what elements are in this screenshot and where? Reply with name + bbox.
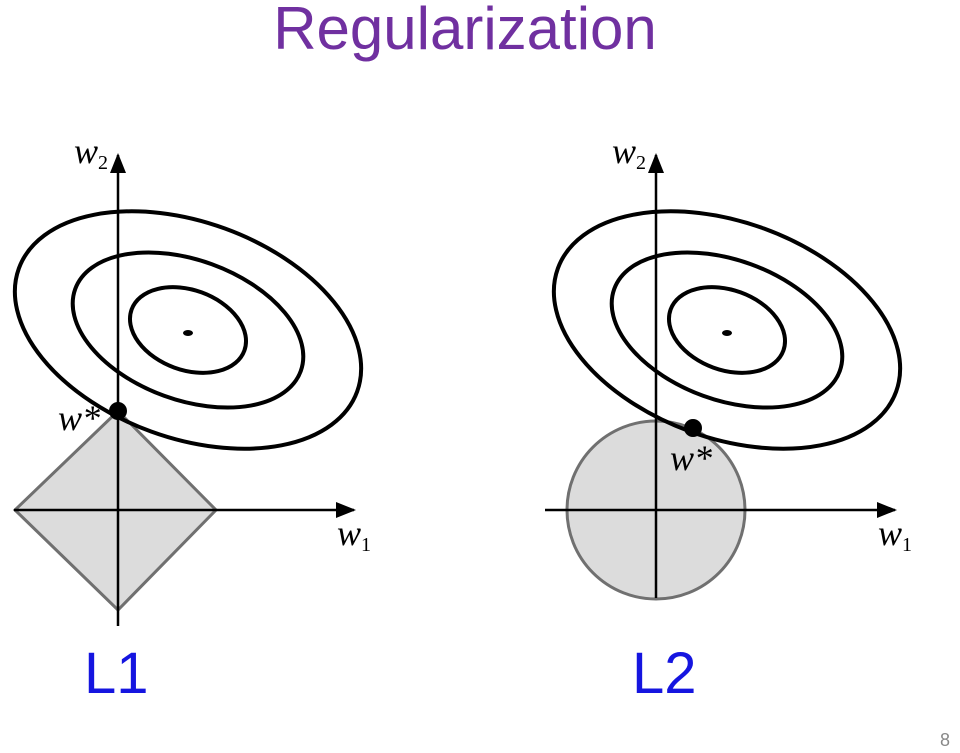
l1-center-point [183,330,193,336]
l1-contour-outer [12,209,364,451]
l2-contour-inner [666,285,788,375]
l1-panel: w2 w1 w* [12,131,371,626]
l2-optimum-label: w* [670,438,712,478]
l2-x-axis-label: w1 [878,513,912,556]
l1-contour-inner [127,285,249,375]
l2-center-point [722,330,732,336]
l1-y-axis-label: w2 [74,131,108,174]
l1-x-axis-label: w1 [337,513,371,556]
l1-label: L1 [84,641,149,706]
l1-optimum-point [109,402,127,420]
l2-label: L2 [632,641,697,706]
slide-title: Regularization [273,0,657,62]
l1-optimum-label: w* [58,398,100,438]
l2-y-axis-label: w2 [612,131,646,174]
l2-contour-middle [609,250,845,410]
l2-panel: w2 w1 w* [545,131,912,601]
l2-optimum-point [684,419,702,437]
l1-contour-middle [70,250,306,410]
page-number: 8 [939,730,950,750]
